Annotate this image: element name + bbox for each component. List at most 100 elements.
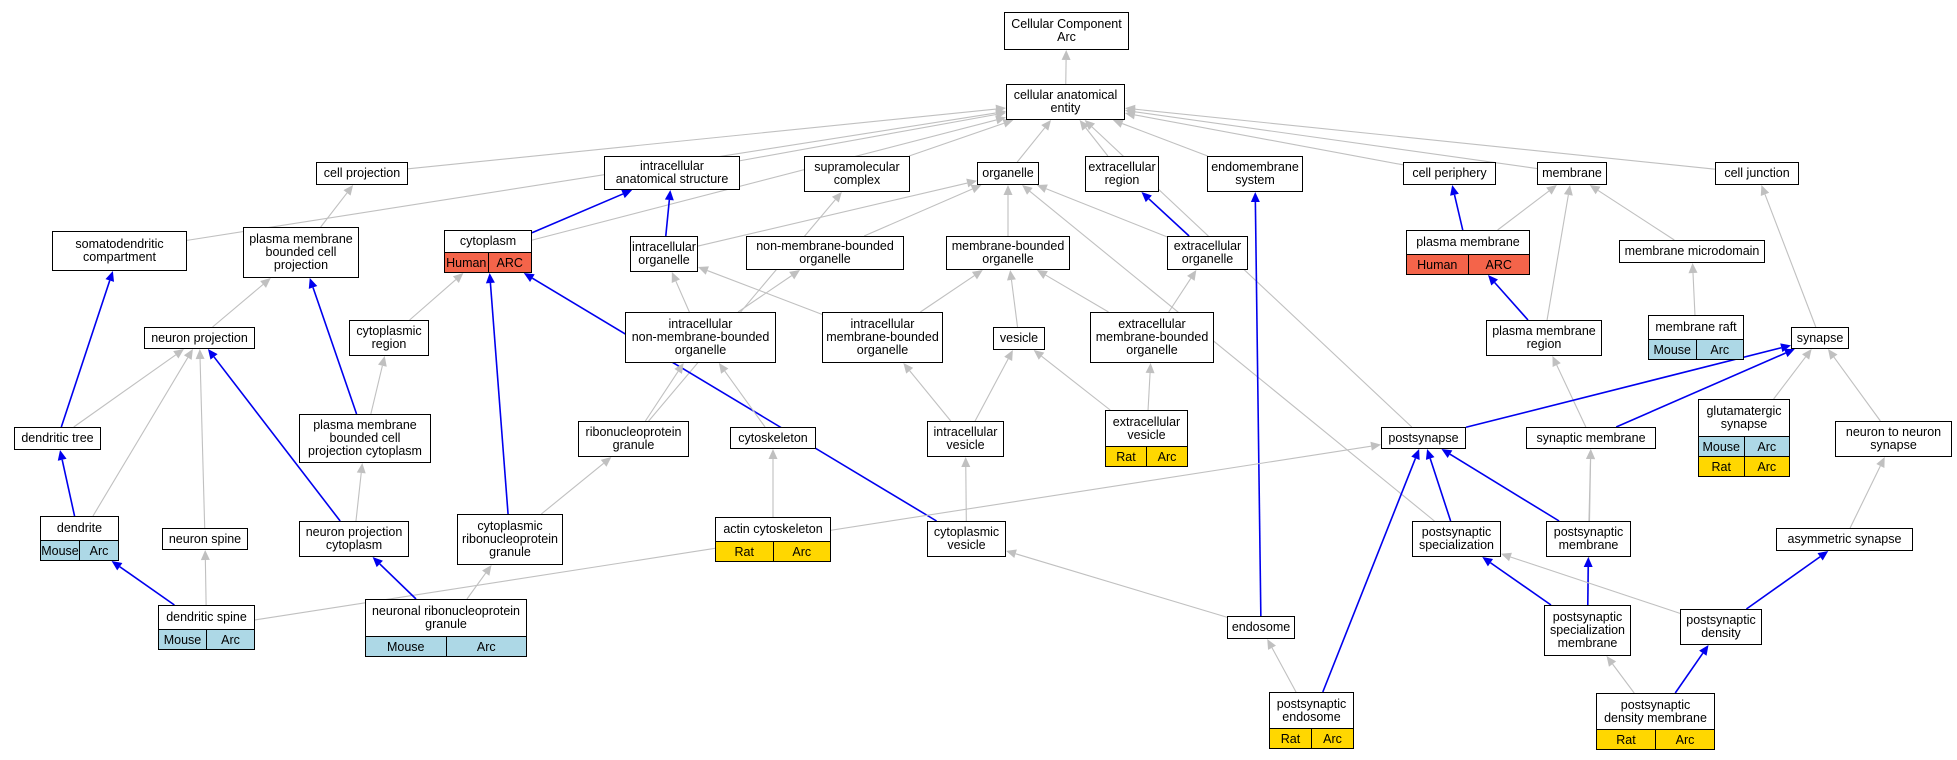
node-ps-specialization[interactable]: postsynaptic specialization: [1412, 521, 1501, 557]
edge-ps-specialization-to-postsynapse: [1429, 458, 1452, 522]
edge-arrowhead: [1004, 350, 1013, 361]
node-label: postsynapse: [1388, 430, 1459, 445]
node-cae[interactable]: cellular anatomical entity: [1006, 84, 1125, 120]
node-label: postsynaptic specialization membrane: [1549, 610, 1626, 650]
node-ps-spec-membrane[interactable]: postsynaptic specialization membrane: [1544, 605, 1631, 656]
edge-arrowhead: [523, 273, 535, 283]
node-endomembrane[interactable]: endomembrane system: [1207, 156, 1303, 192]
node-ic-nmb-organelle[interactable]: intracellular non-membrane-bounded organ…: [625, 312, 776, 363]
node-nmb-organelle[interactable]: non-membrane-bounded organelle: [746, 236, 904, 270]
edge-pm-region-to-membrane: [1546, 194, 1569, 321]
edge-dendritic-spine-to-dendrite: [119, 566, 175, 606]
edge-arrowhead: [1802, 349, 1812, 360]
node-label: membrane raft: [1655, 320, 1737, 334]
node-ias[interactable]: intracellular anatomical structure: [604, 156, 740, 190]
node-label: cytoplasmic region: [356, 324, 422, 351]
node-rnp-granule[interactable]: ribonucleoprotein granule: [578, 421, 689, 457]
tag-human: ARC: [487, 253, 531, 272]
edge-arrowhead: [1606, 656, 1617, 667]
node-label: intracellular anatomical structure: [615, 159, 729, 186]
node-label: cellular anatomical entity: [1013, 88, 1118, 115]
node-postsynapse[interactable]: postsynapse: [1381, 427, 1466, 449]
edge-extracell-region-to-cae: [1085, 127, 1109, 157]
edge-arrowhead: [1450, 185, 1459, 196]
edge-arrowhead: [260, 278, 271, 288]
node-label: plasma membrane bounded cell projection …: [308, 418, 422, 458]
node-cell-projection[interactable]: cell projection: [316, 162, 408, 185]
node-cc-arc[interactable]: Cellular Component Arc: [1004, 12, 1129, 50]
edge-arrowhead: [57, 450, 67, 461]
node-label: postsynaptic density membrane: [1604, 697, 1707, 725]
edge-neuron-spine-to-neuron-projection: [199, 358, 206, 529]
edge-dendritic-spine-to-neuron-spine: [204, 559, 207, 606]
node-label: neuron spine: [168, 531, 242, 546]
node-label: extracellular organelle: [1173, 239, 1242, 266]
edge-cyto-region-to-cytoplasm: [409, 279, 457, 321]
node-somatodendritic[interactable]: somatodendritic compartment: [52, 231, 187, 271]
node-np-cytoplasm[interactable]: neuron projection cytoplasm: [299, 521, 409, 557]
node-dendritic-tree[interactable]: dendritic tree: [14, 427, 101, 450]
node-neuron-spine[interactable]: neuron spine: [162, 528, 248, 550]
node-synaptic-membrane[interactable]: synaptic membrane: [1526, 427, 1656, 449]
node-label: Cellular Component Arc: [1011, 17, 1122, 44]
node-ic-mb-organelle[interactable]: intracellular membrane-bounded organelle: [822, 312, 943, 363]
node-vesicle[interactable]: vesicle: [993, 327, 1045, 350]
edge-ias-to-cae: [739, 113, 997, 162]
node-endosome[interactable]: endosome: [1227, 616, 1295, 639]
node-ec-organelle[interactable]: extracellular organelle: [1167, 236, 1248, 270]
node-supramol[interactable]: supramolecular complex: [804, 156, 910, 192]
node-ps-density[interactable]: postsynaptic density: [1680, 609, 1762, 645]
node-asym-synapse[interactable]: asymmetric synapse: [1776, 528, 1913, 551]
node-membrane-microdomain[interactable]: membrane microdomain: [1619, 240, 1765, 263]
edge-cytoplasm-to-ias: [531, 193, 624, 234]
node-membrane[interactable]: membrane: [1537, 162, 1607, 185]
node-cytoskeleton[interactable]: cytoskeleton: [730, 427, 816, 449]
node-extracell-region[interactable]: extracellular region: [1085, 156, 1159, 192]
edge-postsynapse-to-synapse: [1465, 346, 1782, 429]
node-cyto-rnp-granule[interactable]: cytoplasmic ribonucleoprotein granule: [457, 514, 563, 565]
node-mb-organelle[interactable]: membrane-bounded organelle: [946, 236, 1070, 270]
edge-arrowhead: [718, 363, 729, 374]
node-ec-mb-organelle[interactable]: extracellular membrane-bounded organelle: [1090, 312, 1214, 363]
node-pm-bounded-proj[interactable]: plasma membrane bounded cell projection: [243, 227, 359, 278]
node-label: membrane-bounded organelle: [951, 239, 1065, 266]
tag-rat: Arc: [1146, 447, 1187, 466]
edge-arrowhead: [111, 561, 123, 571]
edge-arrowhead: [1145, 363, 1155, 374]
edge-arrowhead: [378, 356, 387, 367]
node-ic-vesicle[interactable]: intracellular vesicle: [927, 421, 1004, 457]
node-cell-junction[interactable]: cell junction: [1715, 162, 1799, 185]
node-n2n-synapse[interactable]: neuron to neuron synapse: [1835, 421, 1952, 457]
node-ic-organelle[interactable]: intracellular organelle: [630, 236, 698, 272]
node-cyto-region[interactable]: cytoplasmic region: [349, 320, 429, 356]
node-pm-region[interactable]: plasma membrane region: [1486, 320, 1602, 356]
node-cyto-vesicle[interactable]: cytoplasmic vesicle: [927, 521, 1006, 557]
node-ps-membrane[interactable]: postsynaptic membrane: [1546, 521, 1631, 557]
edge-ic-vesicle-to-ic-mb-organelle: [909, 370, 952, 422]
tag-mouse: Mouse: [366, 637, 446, 656]
node-synapse[interactable]: synapse: [1791, 327, 1849, 349]
tag-mouse: Arc: [445, 637, 526, 656]
node-neuron-projection[interactable]: neuron projection: [144, 327, 255, 349]
edge-ic-nmb-organelle-to-ic-organelle: [675, 280, 690, 313]
node-pm-bounded-proj-cyto[interactable]: plasma membrane bounded cell projection …: [299, 414, 431, 463]
edge-pm-bounded-proj-cyto-to-cyto-region: [370, 365, 383, 415]
node-cell-periphery[interactable]: cell periphery: [1403, 162, 1496, 185]
node-label: cytoplasmic vesicle: [933, 525, 1000, 552]
node-label: dendritic spine: [166, 610, 247, 624]
node-organelle[interactable]: organelle: [977, 162, 1039, 185]
